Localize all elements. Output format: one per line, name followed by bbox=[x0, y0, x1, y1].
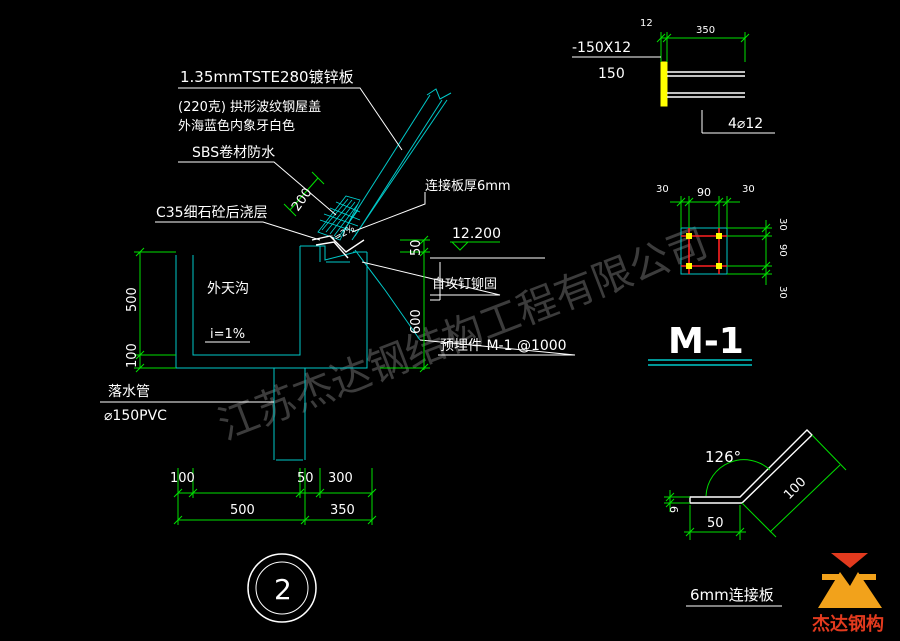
plate-angle: 126° bbox=[705, 448, 741, 466]
m1-title-block: M-1 bbox=[648, 321, 752, 366]
connect-plate-label: 连接板厚6mm bbox=[425, 178, 511, 194]
leader-lines bbox=[100, 87, 576, 403]
dim-bottom-100: 100 bbox=[170, 471, 195, 486]
m1-plan-30-top-side: 30 bbox=[777, 218, 788, 231]
slope-mark: i=2% bbox=[331, 224, 357, 245]
waterproofing-label: SBS卷材防水 bbox=[192, 145, 275, 161]
roof-sheet bbox=[342, 88, 452, 341]
m1-title: M-1 bbox=[668, 321, 744, 362]
m1-dim-12: 12 bbox=[640, 18, 653, 29]
watermark-text: 江苏杰达钢结构工程有限公司 bbox=[212, 220, 714, 449]
logo-emblem-icon bbox=[818, 553, 882, 608]
gutter-structure bbox=[175, 245, 368, 461]
m1-elevation: -150X12 150 12 350 4⌀12 bbox=[572, 18, 775, 134]
dim-bottom-350: 350 bbox=[330, 503, 355, 518]
self-tap-screw-label: 自攻钉铆固 bbox=[432, 277, 497, 292]
dim-bottom-300: 300 bbox=[328, 471, 353, 486]
concrete-layer-label: C35细石砼后浇层 bbox=[156, 205, 268, 221]
downpipe-spec: ⌀150PVC bbox=[104, 408, 167, 424]
connection-plate bbox=[311, 235, 365, 259]
logo-text: 杰达钢构 bbox=[812, 613, 884, 635]
detail-number-bubble: 2 bbox=[247, 553, 317, 623]
m1-plan-90-side: 90 bbox=[777, 244, 788, 257]
roof-sheet-desc-2: 外海蓝色内象牙白色 bbox=[178, 118, 295, 134]
dim-100-left: 100 bbox=[125, 343, 140, 368]
dim-bottom-500: 500 bbox=[230, 503, 255, 518]
m1-plate-height: 150 bbox=[598, 66, 625, 82]
m1-plan-30-right: 30 bbox=[742, 184, 755, 195]
m1-bar-spec: 4⌀12 bbox=[728, 116, 763, 132]
company-logo: 杰达钢构 bbox=[812, 553, 884, 635]
dim-50-top: 50 bbox=[409, 239, 424, 256]
detail-number: 2 bbox=[274, 573, 292, 606]
dim-600-right: 600 bbox=[409, 309, 424, 334]
dim-500-left: 500 bbox=[125, 287, 140, 312]
m1-plan-30-bottom-side: 30 bbox=[777, 286, 788, 299]
m1-plate-spec: -150X12 bbox=[572, 40, 631, 56]
connection-plate-detail: 126° 100 50 6 6mm连接板 bbox=[664, 429, 847, 607]
m1-plan-30-left: 30 bbox=[656, 184, 669, 195]
m1-plan-90-top: 90 bbox=[697, 186, 711, 199]
plate-dim-6: 6 bbox=[667, 506, 680, 513]
roof-sheet-desc-1: (220克) 拱形波纹钢屋盖 bbox=[178, 100, 321, 115]
gutter-slope: i=1% bbox=[210, 327, 245, 342]
plate-title: 6mm连接板 bbox=[690, 586, 774, 604]
gutter-label: 外天沟 bbox=[207, 281, 249, 297]
dim-200: 200 bbox=[289, 185, 316, 214]
roof-sheet-spec: 1.35mmTSTE280镀锌板 bbox=[180, 68, 354, 86]
elevation-label: 12.200 bbox=[452, 226, 501, 242]
downpipe-label: 落水管 bbox=[108, 384, 150, 400]
dim-bottom-50: 50 bbox=[297, 471, 314, 486]
embedded-part-label: 预埋件 M-1 @1000 bbox=[440, 338, 567, 354]
section-texts: 1.35mmTSTE280镀锌板 (220克) 拱形波纹钢屋盖 外海蓝色内象牙白… bbox=[104, 68, 567, 518]
dimension-lines bbox=[134, 171, 500, 525]
m1-plan: 30 90 30 30 90 30 bbox=[656, 184, 788, 299]
m1-dim-350: 350 bbox=[696, 25, 715, 36]
plate-dim-50: 50 bbox=[707, 516, 724, 531]
